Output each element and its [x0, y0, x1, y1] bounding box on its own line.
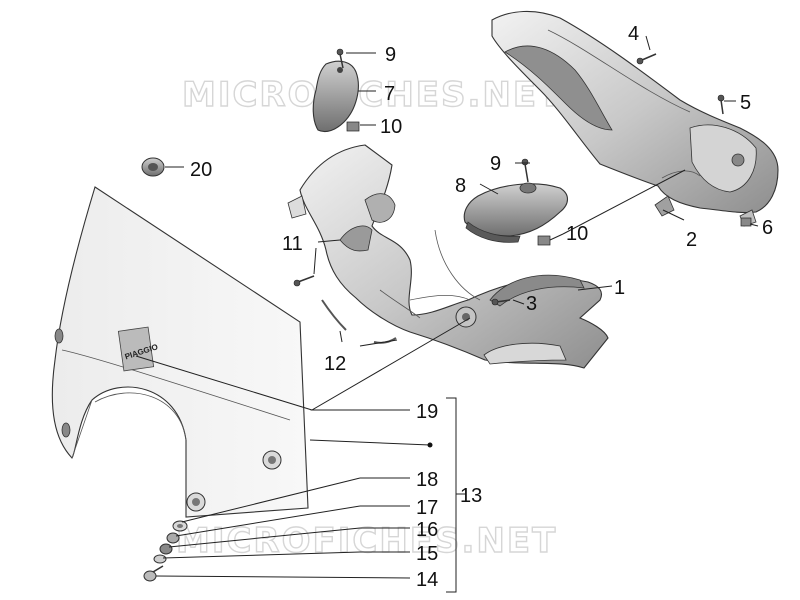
callout-17: 17	[416, 497, 438, 519]
watermark-bottom: MICROFICHES.NET	[176, 521, 557, 561]
callout-19: 19	[416, 401, 438, 423]
leader-lines	[135, 35, 759, 593]
callout-6: 6	[762, 217, 773, 239]
callout-labels: 1 2 3 4 5 6 7 8 9 9 10 10 11 12 13 14 15…	[190, 23, 773, 591]
clip-6	[740, 217, 752, 227]
callout-7: 7	[384, 83, 395, 105]
callout-11: 11	[282, 233, 303, 255]
callout-4: 4	[628, 23, 639, 45]
mirror-cover	[312, 60, 359, 133]
callout-12: 12	[324, 353, 346, 375]
clip-10-middle	[537, 235, 551, 246]
rear-handlebar-cover	[491, 10, 779, 227]
callout-9-top: 9	[385, 44, 396, 66]
callout-18: 18	[416, 469, 438, 491]
screw-14-head	[143, 570, 157, 582]
front-handlebar-cover	[287, 144, 609, 369]
callout-10-top: 10	[380, 116, 402, 138]
screw-9-top	[336, 48, 344, 69]
callout-15: 15	[416, 543, 438, 565]
callout-2: 2	[686, 229, 697, 251]
nut-16	[159, 543, 173, 555]
callout-8: 8	[455, 175, 466, 197]
screw-4	[636, 53, 657, 65]
screw-9-middle	[521, 158, 529, 183]
washer-15	[153, 554, 167, 564]
clip-10-top	[346, 121, 360, 132]
callout-9-middle: 9	[490, 153, 501, 175]
callout-10-middle: 10	[566, 223, 588, 245]
spacer-17	[166, 532, 180, 544]
screw-5	[717, 94, 725, 115]
screw-11	[293, 275, 315, 287]
callout-3: 3	[526, 293, 537, 315]
callout-13: 13	[460, 485, 482, 507]
instrument-housing	[463, 182, 569, 243]
callout-5: 5	[740, 92, 751, 114]
watermark-top: MICROFICHES.NET	[182, 75, 563, 115]
screw-3	[491, 298, 511, 306]
windshield: PIAGGIO	[51, 186, 309, 518]
callout-1: 1	[614, 277, 625, 299]
grommet	[141, 157, 165, 177]
callout-20: 20	[190, 159, 212, 181]
callout-14: 14	[416, 569, 438, 591]
callout-16: 16	[416, 519, 438, 541]
windshield-logo-badge	[117, 326, 155, 372]
